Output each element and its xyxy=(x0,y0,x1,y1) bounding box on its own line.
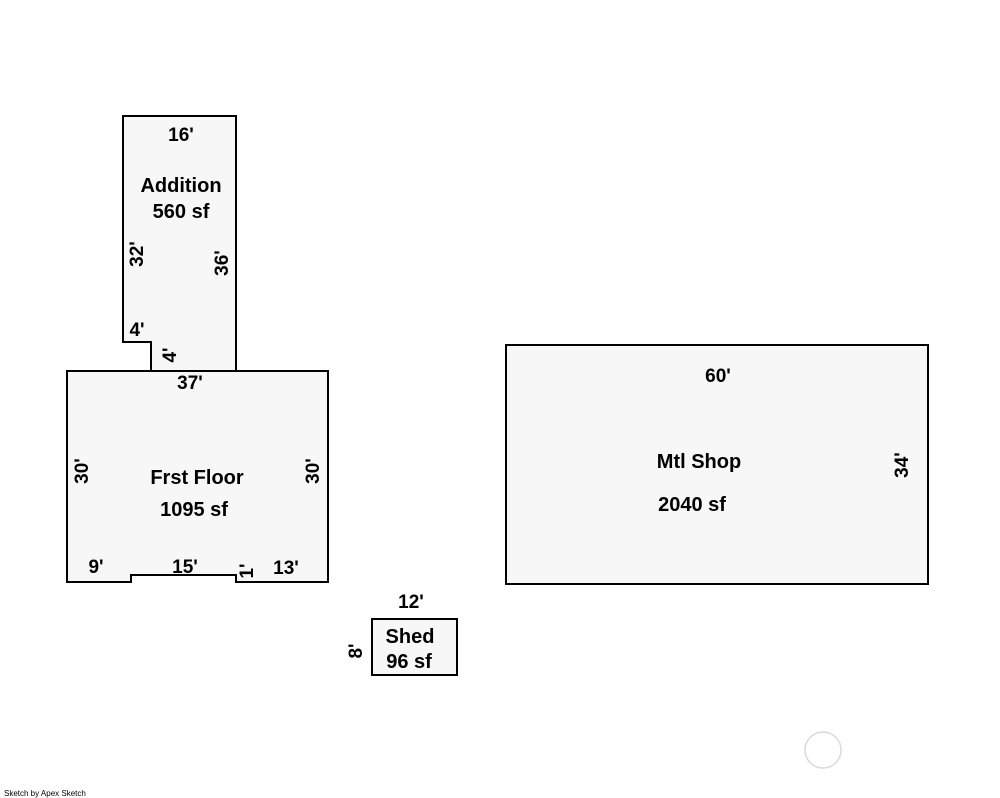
first-floor-dim-right: 30' xyxy=(303,458,324,484)
shed-area: 96 sf xyxy=(386,651,432,673)
shed-dim-left: 8' xyxy=(346,643,367,658)
shop-dim-right: 34' xyxy=(892,452,913,478)
first-floor-area: 1095 sf xyxy=(160,499,228,521)
shed-outline xyxy=(371,618,458,676)
first-floor-dim-top: 37' xyxy=(177,373,203,394)
shop-dim-top: 60' xyxy=(705,366,731,387)
shop-name: Mtl Shop xyxy=(657,451,741,473)
first-floor-dim-bottom-left: 9' xyxy=(88,557,103,578)
addition-area: 560 sf xyxy=(153,201,210,223)
addition-dim-notch-horizontal: 4' xyxy=(129,320,144,341)
shed-name: Shed xyxy=(386,626,435,648)
first-floor-dim-bottom-middle: 15' xyxy=(172,557,198,578)
first-floor-name: Frst Floor xyxy=(150,467,244,489)
addition-dim-right: 36' xyxy=(212,250,233,276)
first-floor-dim-left: 30' xyxy=(72,458,93,484)
first-floor-outline xyxy=(66,370,329,583)
addition-dim-left: 32' xyxy=(127,241,148,267)
shed-dim-top: 12' xyxy=(398,592,424,613)
first-floor-dim-bottom-right: 13' xyxy=(273,558,299,579)
addition-dim-notch-vertical: 4' xyxy=(160,347,181,362)
shop-outline xyxy=(505,344,929,585)
addition-dim-top: 16' xyxy=(168,125,194,146)
watermark-icon xyxy=(804,731,842,769)
shop-area: 2040 sf xyxy=(658,494,726,516)
addition-name: Addition xyxy=(140,175,221,197)
sketch-credit: Sketch by Apex Sketch xyxy=(4,789,86,798)
first-floor-dim-bottom-step: 1' xyxy=(237,563,258,578)
